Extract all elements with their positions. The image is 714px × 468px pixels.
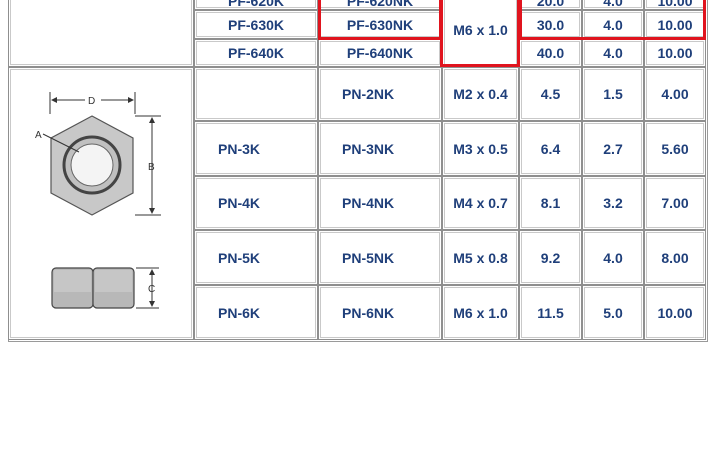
part-number-nk-cell: PN-5NK <box>318 230 442 285</box>
part-number-nk-cell: PN-2NK <box>318 67 442 121</box>
part-number-cell: PF-630K <box>194 10 318 39</box>
thread-size-cell: M2 x 0.4 <box>442 67 519 121</box>
dim-d-cell: 5.60 <box>644 121 706 176</box>
part-number-nk-cell: PN-6NK <box>318 285 442 340</box>
part-number-cell: PF-640K <box>194 39 318 67</box>
dim-c-cell: 2.7 <box>582 121 644 176</box>
diagram-label-d: D <box>88 96 95 107</box>
hex-nut-diagram: D A B C <box>35 92 161 309</box>
dim-c-cell: 10.00 <box>644 10 706 39</box>
part-number-cell: PN-3K <box>194 121 318 176</box>
thread-size-cell: M3 x 0.5 <box>442 121 519 176</box>
part-number-cell: PN-6K <box>194 285 318 340</box>
dim-a-cell: 4.0 <box>582 10 644 39</box>
part-number-cell: PN-5K <box>194 230 318 285</box>
thread-size-cell: M5 x 0.8 <box>442 230 519 285</box>
hex-nut-diagram-cell: D A B C <box>8 67 194 340</box>
diagram-label-b: B <box>148 162 155 173</box>
dim-c-cell: 1.5 <box>582 67 644 121</box>
dim-c-cell: 4.0 <box>582 230 644 285</box>
part-number-nk-cell: PF-620NK <box>318 0 442 10</box>
part-number-nk-cell: PF-630NK <box>318 10 442 39</box>
dim-a-cell: 4.0 <box>582 0 644 10</box>
part-number-cell <box>194 67 318 121</box>
dim-c-cell: 3.2 <box>582 176 644 230</box>
dim-d-cell: 8.00 <box>644 230 706 285</box>
dim-d-cell: 10.00 <box>644 285 706 340</box>
diagram-label-c: C <box>148 284 155 295</box>
dim-d-cell: 30.0 <box>519 10 582 39</box>
dim-b-cell: 11.5 <box>519 285 582 340</box>
part-number-cell: PN-4K <box>194 176 318 230</box>
dim-b-cell: 6.4 <box>519 121 582 176</box>
dim-c-cell: 10.00 <box>644 39 706 67</box>
thread-size-cell: M6 x 1.0 <box>442 285 519 340</box>
diagram-label-a: A <box>35 130 42 141</box>
part-number-nk-cell: PF-640NK <box>318 39 442 67</box>
top-empty-cell <box>8 0 194 67</box>
part-number-nk-cell: PN-4NK <box>318 176 442 230</box>
thread-size-cell: M4 x 0.7 <box>442 176 519 230</box>
part-number-nk-cell: PN-3NK <box>318 121 442 176</box>
dim-d-cell: 4.00 <box>644 67 706 121</box>
dim-b-cell: 9.2 <box>519 230 582 285</box>
dim-d-cell: 7.00 <box>644 176 706 230</box>
dim-b-cell: 4.5 <box>519 67 582 121</box>
dim-b-cell: 8.1 <box>519 176 582 230</box>
dim-c-cell: 10.00 <box>644 0 706 10</box>
dim-d-cell: 20.0 <box>519 0 582 10</box>
thread-size-cell: M6 x 1.0 <box>442 0 519 67</box>
dim-c-cell: 5.0 <box>582 285 644 340</box>
dim-d-cell: 40.0 <box>519 39 582 67</box>
part-number-cell: PF-620K <box>194 0 318 10</box>
dim-a-cell: 4.0 <box>582 39 644 67</box>
